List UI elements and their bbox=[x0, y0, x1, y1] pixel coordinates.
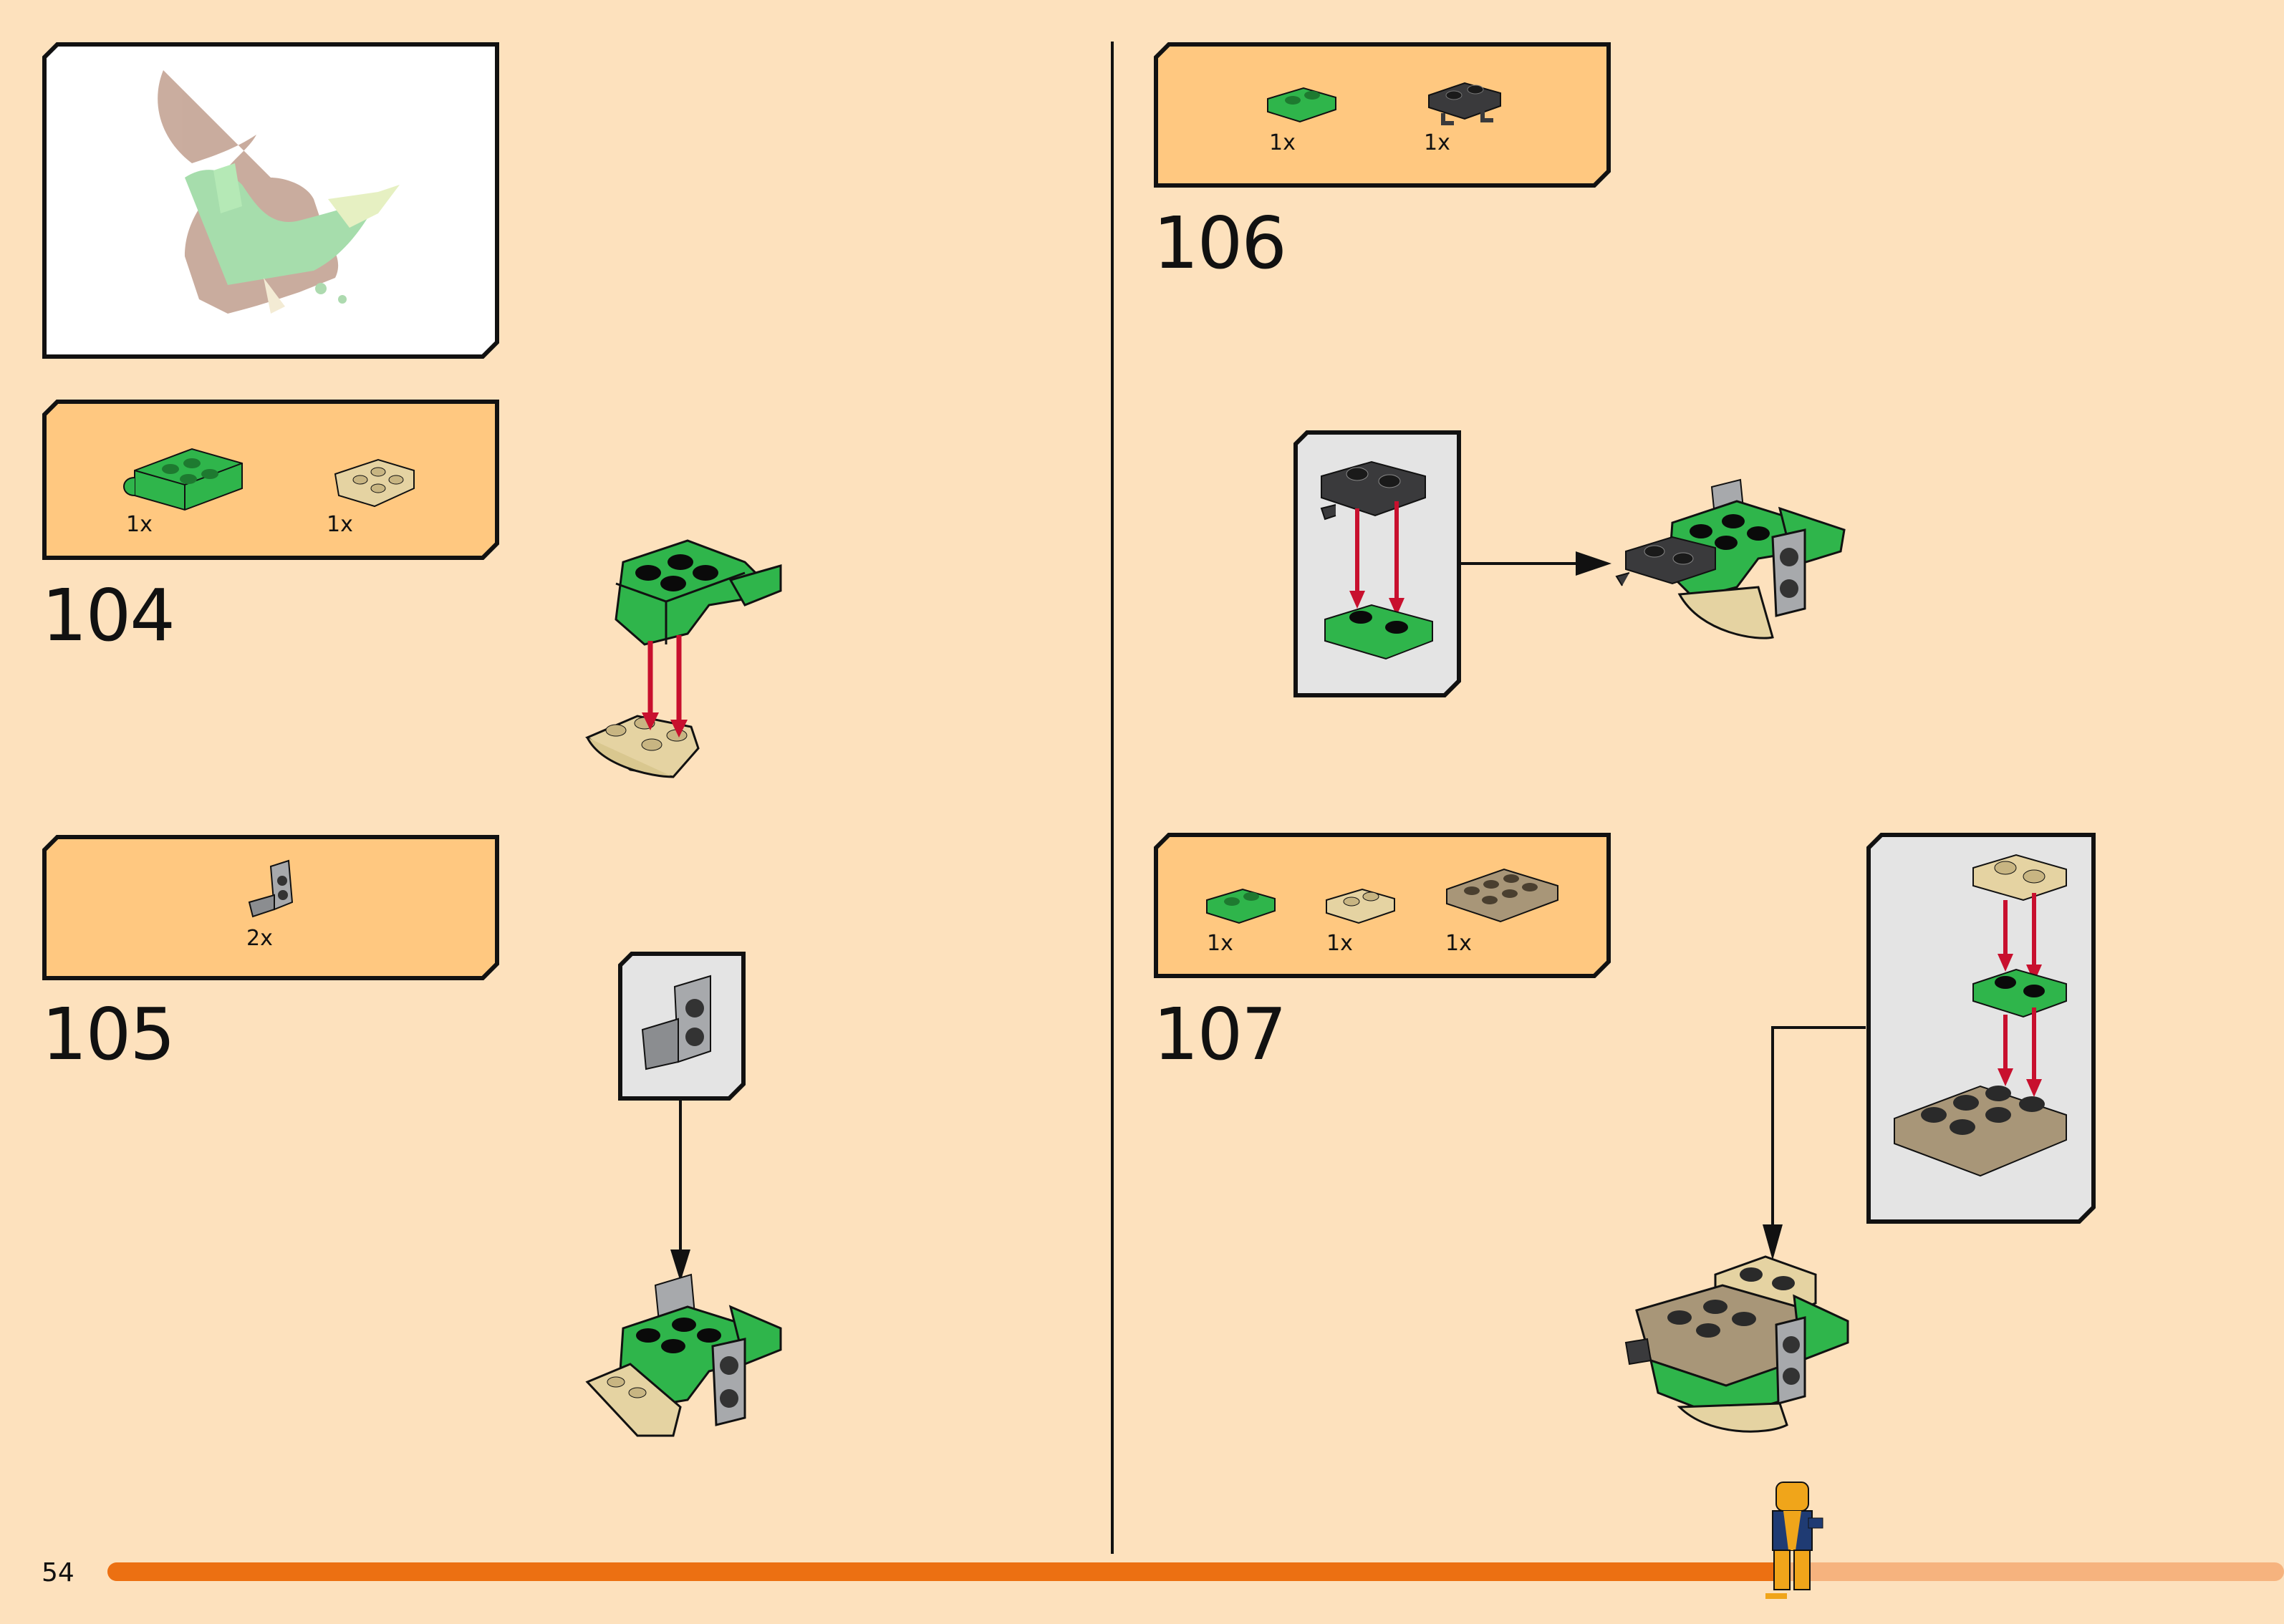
step-number-107: 107 bbox=[1153, 999, 1286, 1070]
part-qty: 1x bbox=[327, 512, 353, 537]
page-number: 54 bbox=[42, 1558, 74, 1587]
green-brick-icon bbox=[120, 427, 292, 513]
tan-inverted-slope-icon bbox=[321, 438, 478, 517]
step-105-assembly bbox=[566, 1099, 824, 1457]
tan-plate-icon bbox=[1319, 879, 1405, 929]
minifigure-icon bbox=[1758, 1479, 1837, 1600]
dark-grey-clip-plate-icon bbox=[1415, 70, 1515, 127]
step-107-callout bbox=[1866, 832, 2096, 1224]
step-107-parts-box: 1x 1x 1x bbox=[1153, 832, 1611, 979]
step-106-callout bbox=[1293, 430, 1462, 698]
green-plate-icon bbox=[1261, 77, 1346, 127]
green-plate-icon bbox=[1200, 879, 1286, 929]
part-qty: 2x bbox=[246, 926, 273, 951]
step-106-assembly bbox=[1457, 480, 1887, 666]
step-105-callout bbox=[617, 951, 746, 1101]
grey-bracket-icon bbox=[242, 859, 307, 931]
part-qty: 1x bbox=[1207, 931, 1233, 956]
step-number-104: 104 bbox=[42, 580, 174, 652]
progress-fill bbox=[107, 1562, 1783, 1581]
dark-tan-plate-icon bbox=[1440, 854, 1569, 932]
step-number-105: 105 bbox=[42, 999, 174, 1070]
step-105-parts-box: 2x bbox=[42, 834, 500, 981]
step-106-parts-box: 1x 1x bbox=[1153, 42, 1611, 188]
part-qty: 1x bbox=[1445, 931, 1472, 956]
page-divider bbox=[1111, 42, 1114, 1554]
step-107-assembly bbox=[1608, 1024, 1894, 1454]
model-preview-box bbox=[42, 42, 500, 359]
part-qty: 1x bbox=[126, 512, 153, 537]
part-qty: 1x bbox=[1269, 130, 1296, 155]
step-104-parts-box: 1x 1x bbox=[42, 399, 500, 561]
part-qty: 1x bbox=[1326, 931, 1353, 956]
step-104-assembly bbox=[566, 512, 824, 784]
step-number-106: 106 bbox=[1153, 208, 1286, 279]
part-qty: 1x bbox=[1424, 130, 1450, 155]
